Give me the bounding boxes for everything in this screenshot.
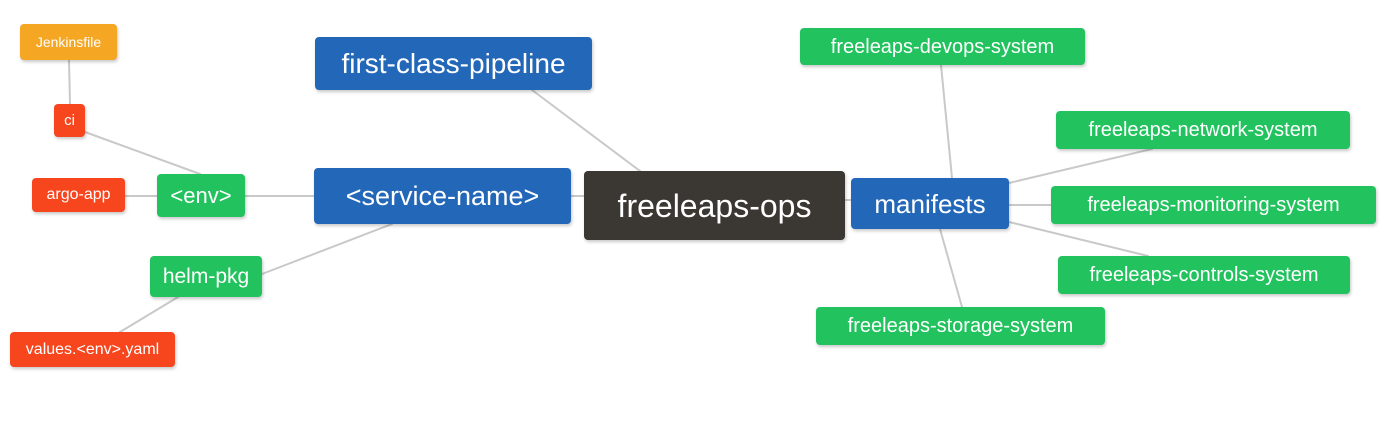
edge-helm-pkg-to-values-yaml [119, 296, 179, 333]
edge-ci-to-env [84, 131, 201, 175]
node-label-freeleaps-network-system: freeleaps-network-system [1088, 119, 1318, 141]
node-freeleaps-monitoring-system[interactable]: freeleaps-monitoring-system [1051, 186, 1376, 224]
node-manifests[interactable]: manifests [851, 178, 1009, 229]
node-label-freeleaps-devops-system: freeleaps-devops-system [830, 35, 1055, 58]
node-label-first-class-pipeline: first-class-pipeline [341, 47, 566, 79]
node-label-freeleaps-ops: freeleaps-ops [617, 187, 812, 224]
node-service-name[interactable]: <service-name> [314, 168, 571, 224]
edge-jenkinsfile-to-ci [68, 59, 71, 105]
node-label-service-name: <service-name> [345, 180, 540, 211]
edge-manifests-to-freeleaps-controls-system [1008, 221, 1149, 257]
node-env[interactable]: <env> [157, 174, 245, 217]
node-argo-app[interactable]: argo-app [32, 178, 125, 212]
node-freeleaps-network-system[interactable]: freeleaps-network-system [1056, 111, 1350, 149]
node-values-yaml[interactable]: values.<env>.yaml [10, 332, 175, 367]
node-jenkinsfile[interactable]: Jenkinsfile [20, 24, 117, 60]
node-first-class-pipeline[interactable]: first-class-pipeline [315, 37, 592, 90]
edge-manifests-to-freeleaps-storage-system [939, 228, 963, 308]
node-label-ci: ci [64, 112, 75, 129]
node-freeleaps-controls-system[interactable]: freeleaps-controls-system [1058, 256, 1350, 294]
node-helm-pkg[interactable]: helm-pkg [150, 256, 262, 297]
node-label-helm-pkg: helm-pkg [162, 265, 250, 288]
node-label-argo-app: argo-app [46, 186, 111, 203]
node-label-env: <env> [170, 182, 232, 208]
node-label-manifests: manifests [874, 188, 986, 219]
node-freeleaps-storage-system[interactable]: freeleaps-storage-system [816, 307, 1105, 345]
node-label-freeleaps-monitoring-system: freeleaps-monitoring-system [1087, 194, 1340, 216]
edge-freeleaps-devops-system-to-manifests [940, 64, 953, 179]
edge-first-class-pipeline-to-freeleaps-ops [531, 89, 641, 172]
node-label-jenkinsfile: Jenkinsfile [35, 34, 102, 50]
node-label-values-yaml: values.<env>.yaml [25, 340, 160, 358]
node-label-freeleaps-controls-system: freeleaps-controls-system [1089, 264, 1319, 286]
edge-manifests-to-freeleaps-network-system [1008, 148, 1153, 184]
edge-service-name-to-helm-pkg [261, 223, 393, 275]
node-freeleaps-ops[interactable]: freeleaps-ops [584, 171, 845, 240]
node-ci[interactable]: ci [54, 104, 85, 137]
node-label-freeleaps-storage-system: freeleaps-storage-system [847, 315, 1074, 337]
node-freeleaps-devops-system[interactable]: freeleaps-devops-system [800, 28, 1085, 65]
